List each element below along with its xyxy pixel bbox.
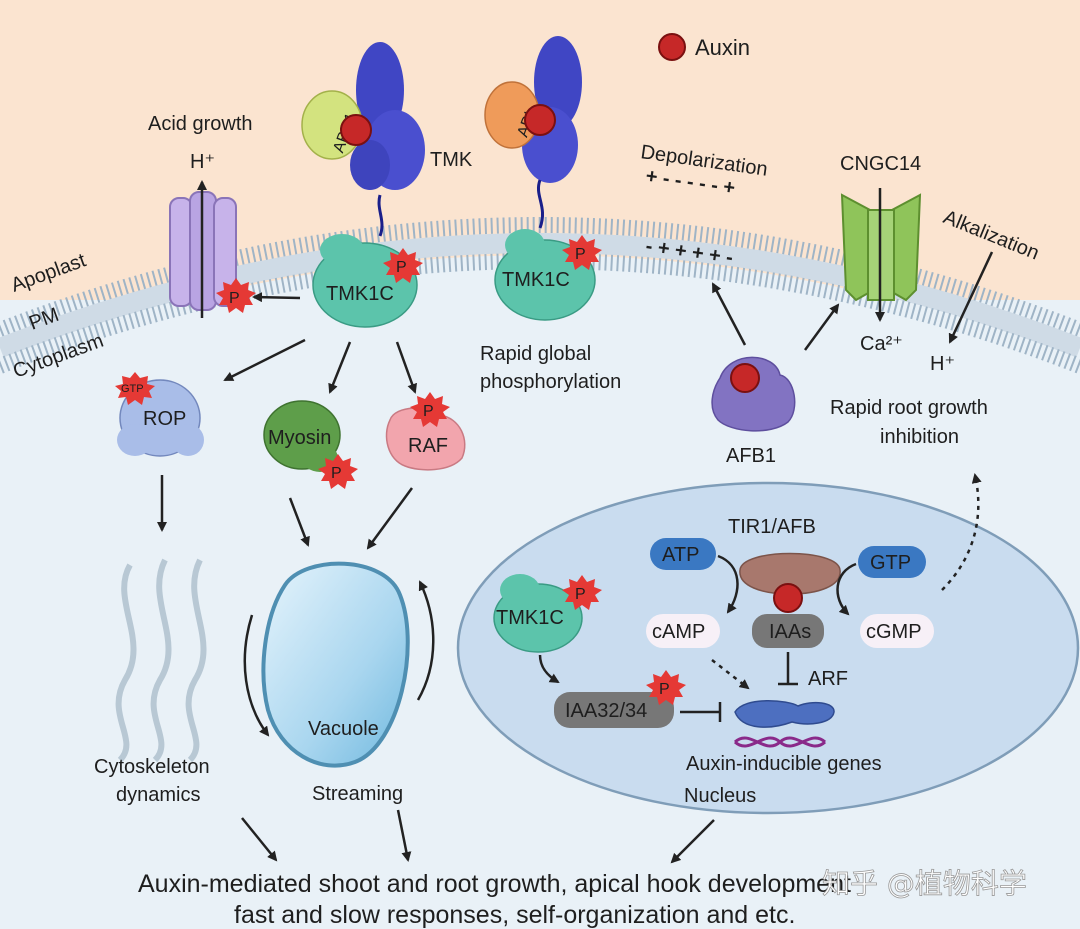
svg-text:TMK1C: TMK1C [326,283,394,305]
auxin-legend-label: Auxin [695,35,750,60]
svg-text:P: P [229,290,240,307]
cytoskeleton-label-1: Cytoskeleton [94,756,210,778]
tir1-afb-protein [739,552,841,613]
acid-growth-label: Acid growth [148,113,253,135]
svg-text:P: P [659,681,670,698]
tmk1c-1-phospho: P [383,248,423,283]
svg-text:GTP: GTP [870,552,911,574]
streaming-arrow-right [416,580,435,701]
cytoskeleton-label-2: dynamics [116,784,200,806]
myosin-to-vacuole-arrow [288,497,310,547]
svg-text:cGMP: cGMP [866,621,922,643]
svg-text:RAF: RAF [408,435,448,457]
svg-text:ATP: ATP [662,544,699,566]
rop-gtp-badge: GTP [115,372,155,405]
raf-protein: RAF [385,407,466,471]
arf-label: ARF [808,668,848,690]
h-plus-label: H⁺ [190,151,215,173]
gtp-to-cgmp-arrow [836,562,857,616]
tmk1c-to-raf-arrow [395,341,417,394]
nucleus-to-outcome-arrow [670,819,715,864]
svg-text:GTP: GTP [121,383,144,395]
svg-text:P: P [423,403,434,420]
h-atpase-pump [169,191,237,311]
rapid-global-label-1: Rapid global [480,343,591,365]
afb1-to-cngc14-arrow [803,303,840,351]
streaming-label: Streaming [312,783,403,805]
auxin-legend-dot [658,33,686,61]
myosin-phospho: P [318,454,358,489]
camp-to-arf-arrow [711,659,750,690]
auxin-bound-tir1 [773,583,803,613]
afb1-protein [711,356,796,432]
svg-text:P: P [331,465,342,482]
outcome-line-2: fast and slow responses, self-organizati… [234,901,795,929]
svg-text:Myosin: Myosin [268,427,331,449]
root-inhibition-label-1: Rapid root growth [830,397,988,419]
atp-pill: ATP [650,538,716,570]
tir1-afb-label: TIR1/AFB [728,516,816,538]
iaas-box: IAAs [752,614,824,648]
root-inhibition-label-2: inhibition [880,426,959,448]
svg-text:P: P [575,586,586,603]
auxin-bound-abp1 [340,114,372,146]
cytoskeleton-to-outcome-arrow [241,817,278,862]
tmk1c-nuclear-phospho: P [562,575,602,610]
cytoskeleton-filaments [115,558,207,763]
cgmp-pill: cGMP [860,614,934,648]
ca2-label: Ca²⁺ [860,333,903,355]
auxin-bound-abl [524,104,556,136]
tmk1c-2-phospho: P [562,235,602,270]
nucleus-label: Nucleus [684,785,756,807]
auxin-bound-afb1 [730,363,760,393]
svg-text:ROP: ROP [143,408,186,430]
atp-to-camp-arrow [717,554,739,614]
iaa32-inhibits-arf [680,702,722,722]
vacuole: Vacuole [261,561,410,768]
tmk1c-to-iaa32-arrow [538,654,560,684]
legend-auxin: Auxin [658,33,750,61]
svg-text:Vacuole: Vacuole [308,718,379,740]
afb1-label: AFB1 [726,445,776,467]
raf-to-vacuole-arrow [366,487,414,550]
cngc14-label: CNGC14 [840,153,921,175]
dna-helix [733,736,827,748]
tmk-receptor-abp1 [350,42,425,237]
genes-label: Auxin-inducible genes [686,753,882,775]
tmk1c-nuclear: TMK1C [493,574,583,653]
tmk1c-to-pump-arrow [252,292,301,303]
svg-text:IAAs: IAAs [769,621,811,643]
svg-text:P: P [575,246,586,263]
svg-text:cAMP: cAMP [652,621,705,643]
alkalization-arrow [948,251,994,344]
svg-text:TMK1C: TMK1C [496,607,564,629]
svg-text:IAA32/34: IAA32/34 [565,700,647,722]
cgmp-to-inhibition-arrow [941,473,982,591]
svg-text:TMK1C: TMK1C [502,269,570,291]
tmk-receptor-abl [522,36,582,229]
myosin-protein: Myosin [263,400,341,472]
tmk-label: TMK [430,149,473,171]
h-plus-in-label: H⁺ [930,353,955,375]
iaas-inhibits-arf [778,652,798,686]
streaming-to-outcome-arrow [396,809,412,862]
afb1-to-depolarization-arrow [711,282,747,346]
streaming-arrow-left [243,614,270,737]
arf-protein [734,700,835,728]
tmk1c-to-myosin-arrow [328,341,352,394]
raf-phospho: P [410,392,450,427]
gtp-pill: GTP [858,546,926,578]
rapid-global-label-2: phosphorylation [480,371,621,393]
watermark: 知乎 @植物科学 [822,867,1027,900]
iaa32-phospho: P [646,670,686,705]
svg-text:P: P [396,259,407,276]
camp-pill: cAMP [646,614,720,648]
pump-phospho-badge: P [216,278,256,313]
iaa32-34-box: IAA32/34 [554,692,674,728]
tmk1c-to-rop-arrow [223,338,306,382]
outcome-line-1: Auxin-mediated shoot and root growth, ap… [138,870,851,898]
